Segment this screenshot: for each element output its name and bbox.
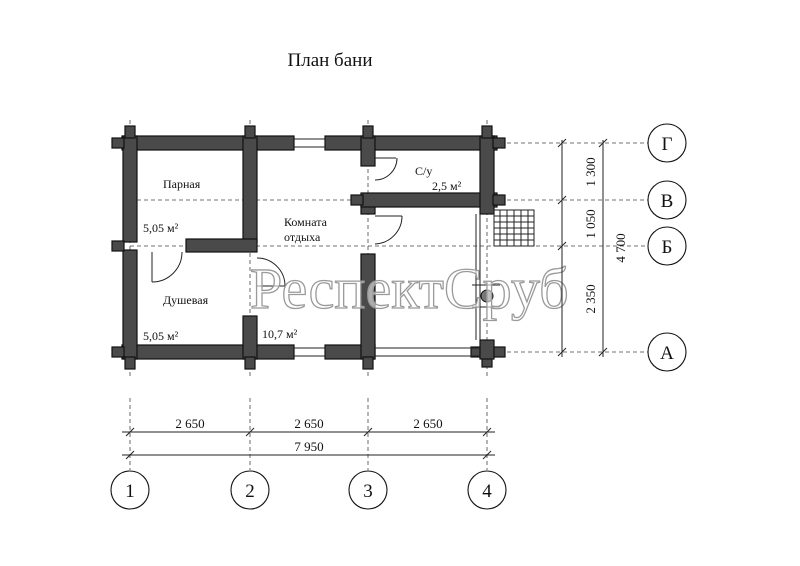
axis-label-1: 1 bbox=[125, 481, 135, 502]
axis-label-g: Г bbox=[662, 134, 673, 155]
plan-title: План бани bbox=[288, 50, 373, 71]
dim-bottom-3: 2 650 bbox=[413, 416, 442, 431]
axis-markers-letters bbox=[647, 123, 687, 372]
room-su-name: С/у bbox=[415, 164, 432, 178]
room-labels: Парная 5,05 м² Душевая 5,05 м² Комната о… bbox=[143, 164, 462, 343]
room-parnaya-name: Парная bbox=[163, 177, 201, 191]
dim-right-total: 4 700 bbox=[613, 233, 628, 262]
log-walls bbox=[111, 125, 506, 370]
room-komnata-name-line1: Комната bbox=[284, 215, 328, 229]
dim-bottom-total: 7 950 bbox=[294, 439, 323, 454]
room-komnata-area: 10,7 м² bbox=[262, 327, 298, 341]
porch-stairs bbox=[475, 209, 535, 340]
dim-right-2: 1 050 bbox=[583, 209, 598, 238]
dim-bottom-2: 2 650 bbox=[294, 416, 323, 431]
windows bbox=[294, 138, 480, 357]
dim-right-1: 1 300 bbox=[583, 157, 598, 186]
room-su-area: 2,5 м² bbox=[432, 179, 462, 193]
room-dushevaya-name: Душевая bbox=[163, 293, 209, 307]
bottom-dimension-chain bbox=[122, 427, 495, 460]
doors bbox=[151, 157, 403, 287]
axis-label-4: 4 bbox=[482, 481, 492, 502]
watermark-text: РеспектСруб bbox=[250, 256, 569, 321]
room-dushevaya-area: 5,05 м² bbox=[143, 329, 179, 343]
stove-chimney bbox=[472, 284, 500, 308]
axis-label-2: 2 bbox=[245, 481, 255, 502]
axis-label-v: В bbox=[661, 191, 674, 212]
axis-label-3: 3 bbox=[363, 481, 373, 502]
axis-label-a: А bbox=[660, 343, 674, 364]
dim-right-3: 2 350 bbox=[583, 284, 598, 313]
axis-label-b: Б bbox=[662, 237, 673, 258]
axis-markers-numeric bbox=[110, 470, 507, 510]
room-komnata-name-line2: отдыха bbox=[284, 230, 321, 244]
right-dimension-chain bbox=[557, 138, 608, 357]
room-parnaya-area: 5,05 м² bbox=[143, 221, 179, 235]
dim-bottom-1: 2 650 bbox=[175, 416, 204, 431]
